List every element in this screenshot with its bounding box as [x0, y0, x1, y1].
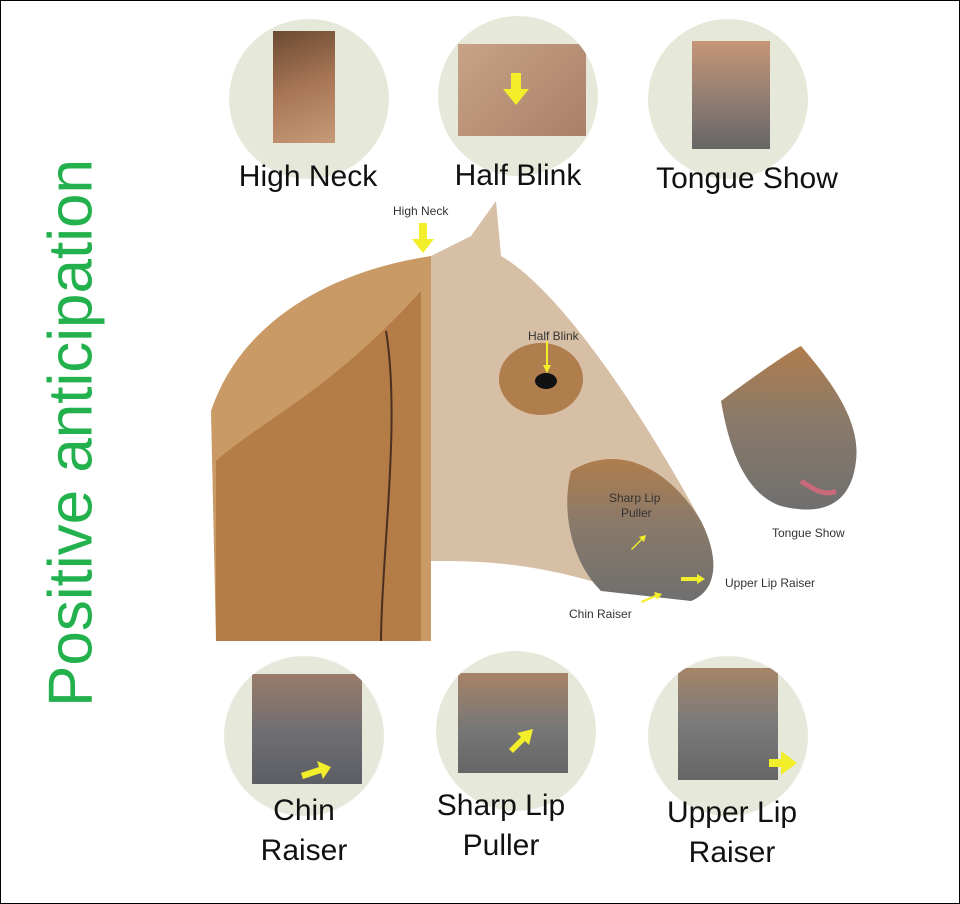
label-line: Raiser [688, 836, 776, 869]
label-line: Raiser [260, 834, 348, 867]
label-line: Upper Lip [666, 796, 798, 829]
arrow-icons [412, 223, 705, 603]
panel-label-upper-lip-raiser: Upper Lip Raiser [667, 793, 797, 873]
photo-upper-lip-raiser [678, 668, 778, 780]
label-sharp-lip-puller-2: Puller [621, 506, 652, 520]
panel-chin-raiser [224, 656, 384, 816]
panel-label-chin-raiser: Chin Raiser [261, 791, 348, 871]
photo-chin-raiser [252, 674, 362, 784]
label-line: Chin [273, 794, 335, 827]
panel-upper-lip-raiser [648, 656, 808, 816]
photo-high-neck [273, 31, 335, 143]
horse-neck [211, 256, 431, 641]
label-upper-lip-raiser: Upper Lip Raiser [725, 576, 816, 590]
tongue-show-muzzle [721, 346, 857, 510]
panel-label-high-neck: High Neck [238, 160, 378, 193]
label-high-neck: High Neck [393, 204, 449, 218]
horse-head [380, 201, 714, 642]
panel-sharp-lip-puller [436, 651, 596, 811]
label-line: Puller [462, 829, 540, 862]
label-half-blink: Half Blink [528, 329, 579, 343]
label-chin-raiser: Chin Raiser [569, 607, 632, 621]
panel-label-tongue-show: Tongue Show [656, 162, 838, 195]
eye-icon [535, 373, 557, 389]
panel-label-sharp-lip-puller: Sharp Lip Puller [437, 786, 565, 866]
label-tongue-show: Tongue Show [772, 526, 845, 540]
panel-tongue-show [648, 19, 808, 179]
label-line: Sharp Lip [436, 789, 566, 822]
label-sharp-lip-puller-1: Sharp Lip [609, 491, 661, 505]
panel-high-neck [229, 19, 389, 179]
photo-sharp-lip-puller [458, 673, 568, 773]
photo-tongue-show [692, 41, 770, 149]
panel-label-half-blink: Half Blink [454, 159, 582, 192]
